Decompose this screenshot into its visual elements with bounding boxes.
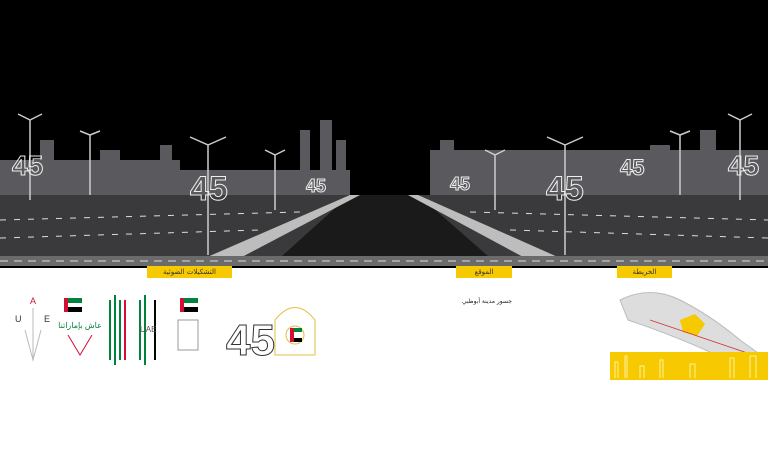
map-section-label: الخريطة (617, 266, 672, 278)
abu-dhabi-map (610, 292, 768, 380)
lighting-logos: U A E عاش بإماراتنا UAE 45 (15, 295, 316, 366)
flag-logo-2 (177, 298, 199, 351)
street-lamps (17, 113, 753, 255)
svg-text:E: E (44, 314, 50, 324)
number-45: 45 (306, 176, 326, 196)
lighting-section-label: التشكيلات الضوئية (147, 266, 232, 278)
number-45: 45 (728, 150, 759, 181)
svg-text:U: U (15, 314, 22, 324)
number-45: 45 (450, 174, 470, 194)
location-section-label: الموقع (456, 266, 512, 278)
skyline-right (430, 130, 768, 200)
number-45: 45 (620, 155, 644, 180)
logo2-text: عاش بإماراتنا (58, 321, 102, 330)
svg-text:UAE: UAE (140, 325, 156, 334)
number-45: 45 (12, 150, 43, 181)
uae-letters-logo: U A E (15, 296, 50, 362)
road-center (280, 195, 490, 258)
svg-text:A: A (30, 296, 36, 306)
stripe-logo: UAE (109, 295, 156, 365)
bridge-road-scene: 45 45 45 45 45 45 45 (0, 0, 768, 268)
number-45: 45 (190, 170, 228, 208)
flag-logo-1: عاش بإماراتنا (58, 298, 102, 356)
number-45: 45 (546, 170, 584, 208)
emblem-logo (274, 307, 316, 356)
number-45-logo: 45 (226, 316, 275, 365)
number-45-marks: 45 45 45 45 45 45 45 (12, 150, 760, 209)
location-caption: جسور مدينة أبوظبي (462, 298, 512, 305)
